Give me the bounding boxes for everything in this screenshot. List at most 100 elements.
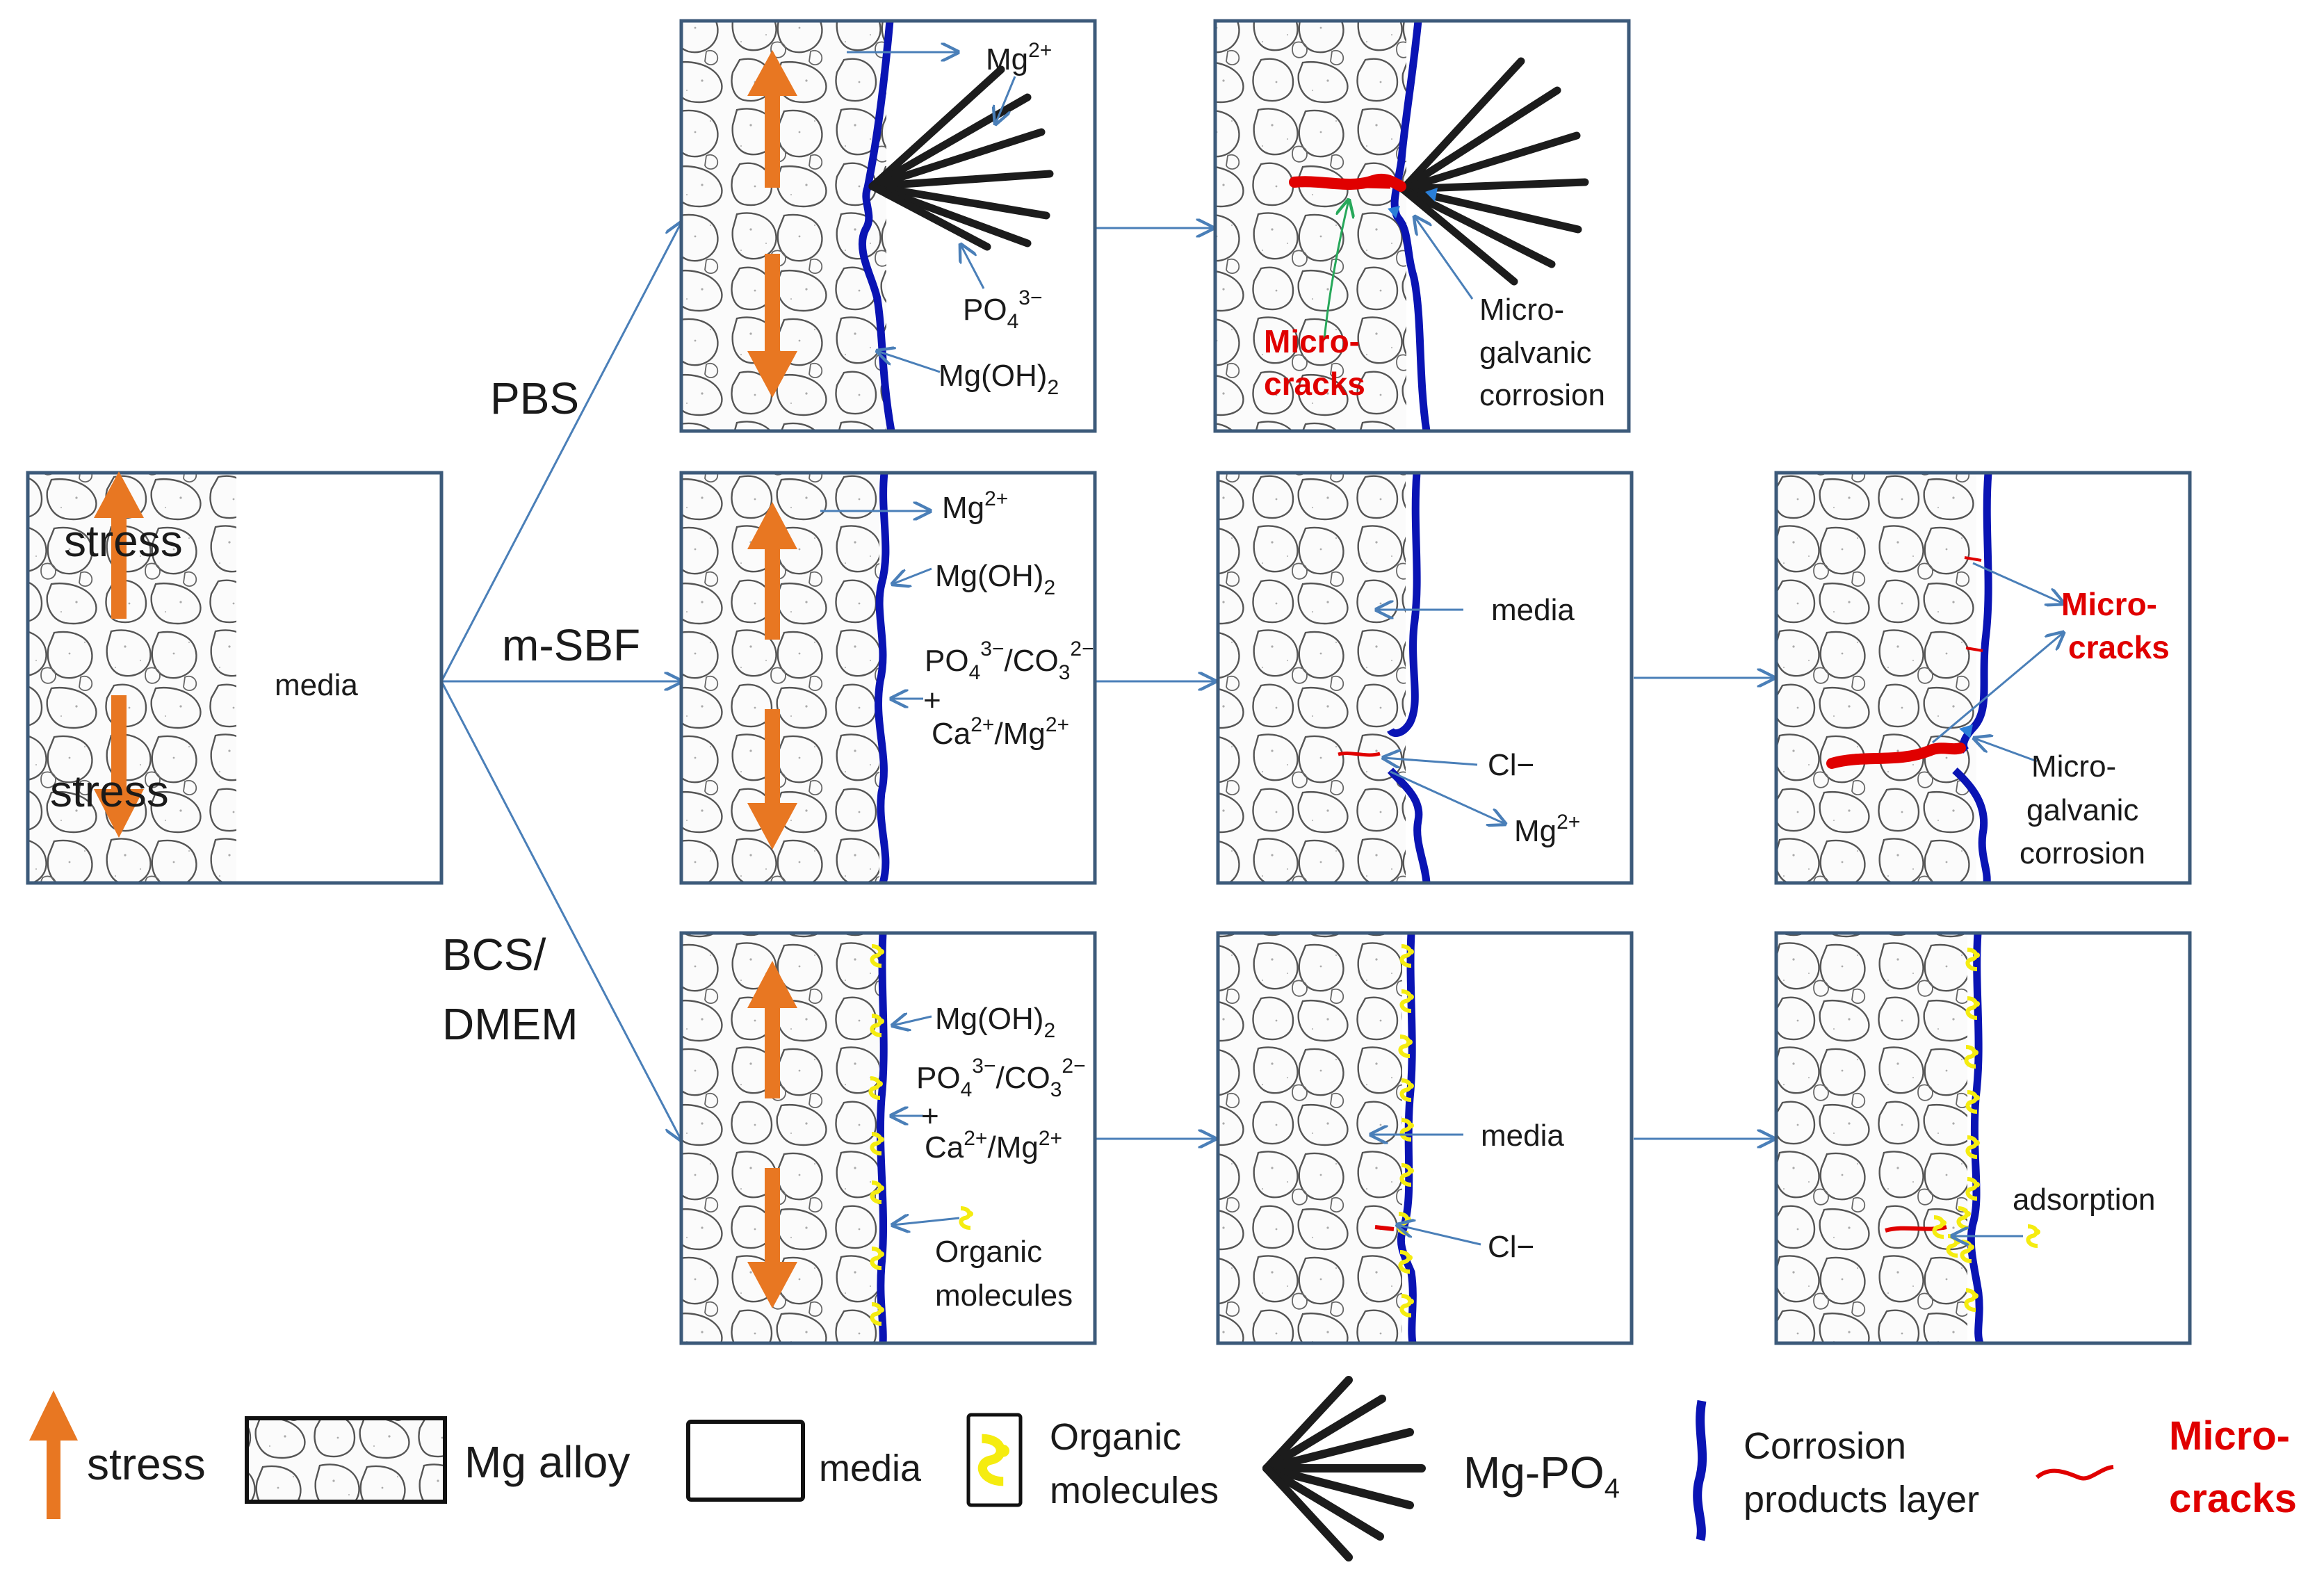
plus-sign: + xyxy=(923,683,941,717)
corrosion-layer xyxy=(875,472,890,884)
stress-arrow-down xyxy=(94,695,144,838)
stress-arrow-up xyxy=(747,502,797,640)
panel-frame xyxy=(679,931,1097,1345)
alloy-region xyxy=(1776,933,1967,1343)
ca-mg-label: Ca2+/Mg2+ xyxy=(932,713,1069,751)
corrosion-layer xyxy=(1390,20,1431,432)
alloy-region xyxy=(1218,933,1402,1343)
legend-corrosion-label: Corrosion xyxy=(1744,1425,1906,1467)
initial-media-label: media xyxy=(275,668,358,702)
micro-crack-pointer xyxy=(1323,200,1349,340)
stress-arrow-down xyxy=(747,709,797,850)
initial-stress-label-top: stress xyxy=(64,516,183,566)
panel-frame xyxy=(1216,931,1634,1345)
legend-corrosion-layer-icon xyxy=(1693,1399,1707,1541)
flow-arrows xyxy=(440,222,1774,1140)
legend-media-label: media xyxy=(819,1447,922,1489)
panel-frame xyxy=(679,19,1097,433)
mg-oh-label: Mg(OH)2 xyxy=(938,359,1059,399)
corrosion-layer xyxy=(1397,932,1417,1344)
mg-oh-label: Mg(OH)2 xyxy=(935,1002,1055,1042)
cl-pointer xyxy=(1383,758,1478,765)
adsorption-label: adsorption xyxy=(2013,1183,2155,1217)
plus-sign: + xyxy=(921,1099,939,1133)
mg-ion-label: Mg2+ xyxy=(1514,811,1580,848)
legend-media-swatch xyxy=(686,1420,805,1502)
po4-co3-label: PO43−/CO32− xyxy=(916,1055,1086,1101)
legend-mg-po4-label: Mg-PO4 xyxy=(1463,1447,1620,1504)
branch-label-msbf: m-SBF xyxy=(502,620,640,670)
cl-pointer xyxy=(1397,1225,1481,1246)
stress-arrow-down xyxy=(747,254,797,398)
svg-text:corrosion: corrosion xyxy=(2020,836,2145,870)
svg-text:cracks: cracks xyxy=(1264,366,1365,402)
corrosion-layer xyxy=(859,20,895,432)
bcs-panel-3: adsorption xyxy=(1774,931,2192,1345)
stress-arrow-up xyxy=(747,961,797,1098)
galvanic-pointer xyxy=(1415,217,1474,300)
po4-ion-label: PO43− xyxy=(963,286,1042,333)
micro-crack xyxy=(1374,1225,1395,1231)
micro-cracks-label: Micro- xyxy=(1264,323,1360,359)
legend-organic-label: Organic xyxy=(1050,1416,1181,1458)
svg-text:molecules: molecules xyxy=(935,1279,1073,1313)
alloy-region xyxy=(1215,21,1406,431)
mg-ion-label: Mg2+ xyxy=(942,487,1008,525)
media-label: media xyxy=(1481,1119,1564,1153)
po4-co3-label: PO43−/CO32− xyxy=(925,638,1094,684)
corrosion-layer xyxy=(1387,472,1421,738)
ca-mg-label: Ca2+/Mg2+ xyxy=(925,1127,1062,1165)
bcs-panel-1: Mg(OH)2 PO43−/CO32− + Ca2+/Mg2+ Organic … xyxy=(679,931,1097,1345)
msbf-panel-1: Mg2+ Mg(OH)2 PO43−/CO32− + Ca2+/Mg2+ xyxy=(679,471,1097,885)
corrosion-layer xyxy=(1967,932,1984,1345)
legend-stress-label: stress xyxy=(87,1439,206,1489)
alloy-region xyxy=(1218,473,1406,883)
legend-micro-cracks-label: Micro- xyxy=(2169,1413,2290,1459)
cl-label: Cl− xyxy=(1488,748,1534,782)
legend-mg-alloy-label: Mg alloy xyxy=(464,1437,630,1487)
media-label: media xyxy=(1491,593,1575,627)
legend: stress Mg alloy media Organic molecules … xyxy=(29,1376,2297,1561)
svg-text:galvanic: galvanic xyxy=(2026,793,2138,827)
initial-stress-label-bottom: stress xyxy=(50,766,169,816)
msbf-panel-3: Micro- cracks Micro- galvanic corrosion xyxy=(1774,471,2192,885)
branch-label-bcs-line2: DMEM xyxy=(442,999,578,1049)
legend-micro-cracks-icon xyxy=(2035,1465,2114,1481)
micro-crack xyxy=(1289,173,1406,192)
svg-text:galvanic: galvanic xyxy=(1479,336,1591,370)
stress-arrow-up xyxy=(94,471,144,619)
mg-oh-label: Mg(OH)2 xyxy=(935,559,1055,599)
bcs-panel-2: media Cl− xyxy=(1216,931,1634,1345)
flow-arrow-to-bcs xyxy=(440,681,681,1140)
mg-po4-needles xyxy=(1399,57,1589,286)
corrosion-layer-lower xyxy=(1952,767,1991,884)
alloy-region xyxy=(1776,473,1976,883)
mg-release-arrow xyxy=(1390,770,1505,824)
initial-alloy-region xyxy=(28,473,236,883)
cl-label: Cl− xyxy=(1488,1230,1534,1264)
initial-panel: stress stress media xyxy=(26,471,444,885)
mg-ion-label: Mg2+ xyxy=(986,39,1052,76)
branch-label-bcs-line1: BCS/ xyxy=(442,930,546,980)
pbs-panel-2: Micro- cracks Micro- galvanic corrosion xyxy=(1213,19,1631,433)
stress-arrow-up xyxy=(747,50,797,188)
svg-text:molecules: molecules xyxy=(1050,1470,1219,1511)
panel-frame xyxy=(1213,19,1631,433)
pbs-panel-1: Mg2+ PO43− Mg(OH)2 xyxy=(679,19,1097,433)
svg-text:corrosion: corrosion xyxy=(1479,378,1605,412)
galvanic-pointer xyxy=(1974,738,2038,763)
micro-galvanic-label: Micro- xyxy=(2031,749,2116,784)
branch-label-pbs: PBS xyxy=(490,373,579,423)
micro-crack-pointer xyxy=(1972,562,2063,603)
svg-text:products layer: products layer xyxy=(1744,1479,1979,1520)
micro-crack xyxy=(1338,752,1381,757)
panel-frame xyxy=(1774,931,2192,1345)
panel-frame xyxy=(1774,471,2192,885)
svg-text:cracks: cracks xyxy=(2068,629,2170,665)
micro-crack xyxy=(1826,743,1966,769)
micro-galvanic-label: Micro- xyxy=(1479,293,1564,327)
msbf-panel-2: media Cl− Mg2+ xyxy=(1216,471,1634,885)
corrosion-layer-lower xyxy=(1387,768,1431,884)
svg-text:cracks: cracks xyxy=(2169,1476,2297,1521)
